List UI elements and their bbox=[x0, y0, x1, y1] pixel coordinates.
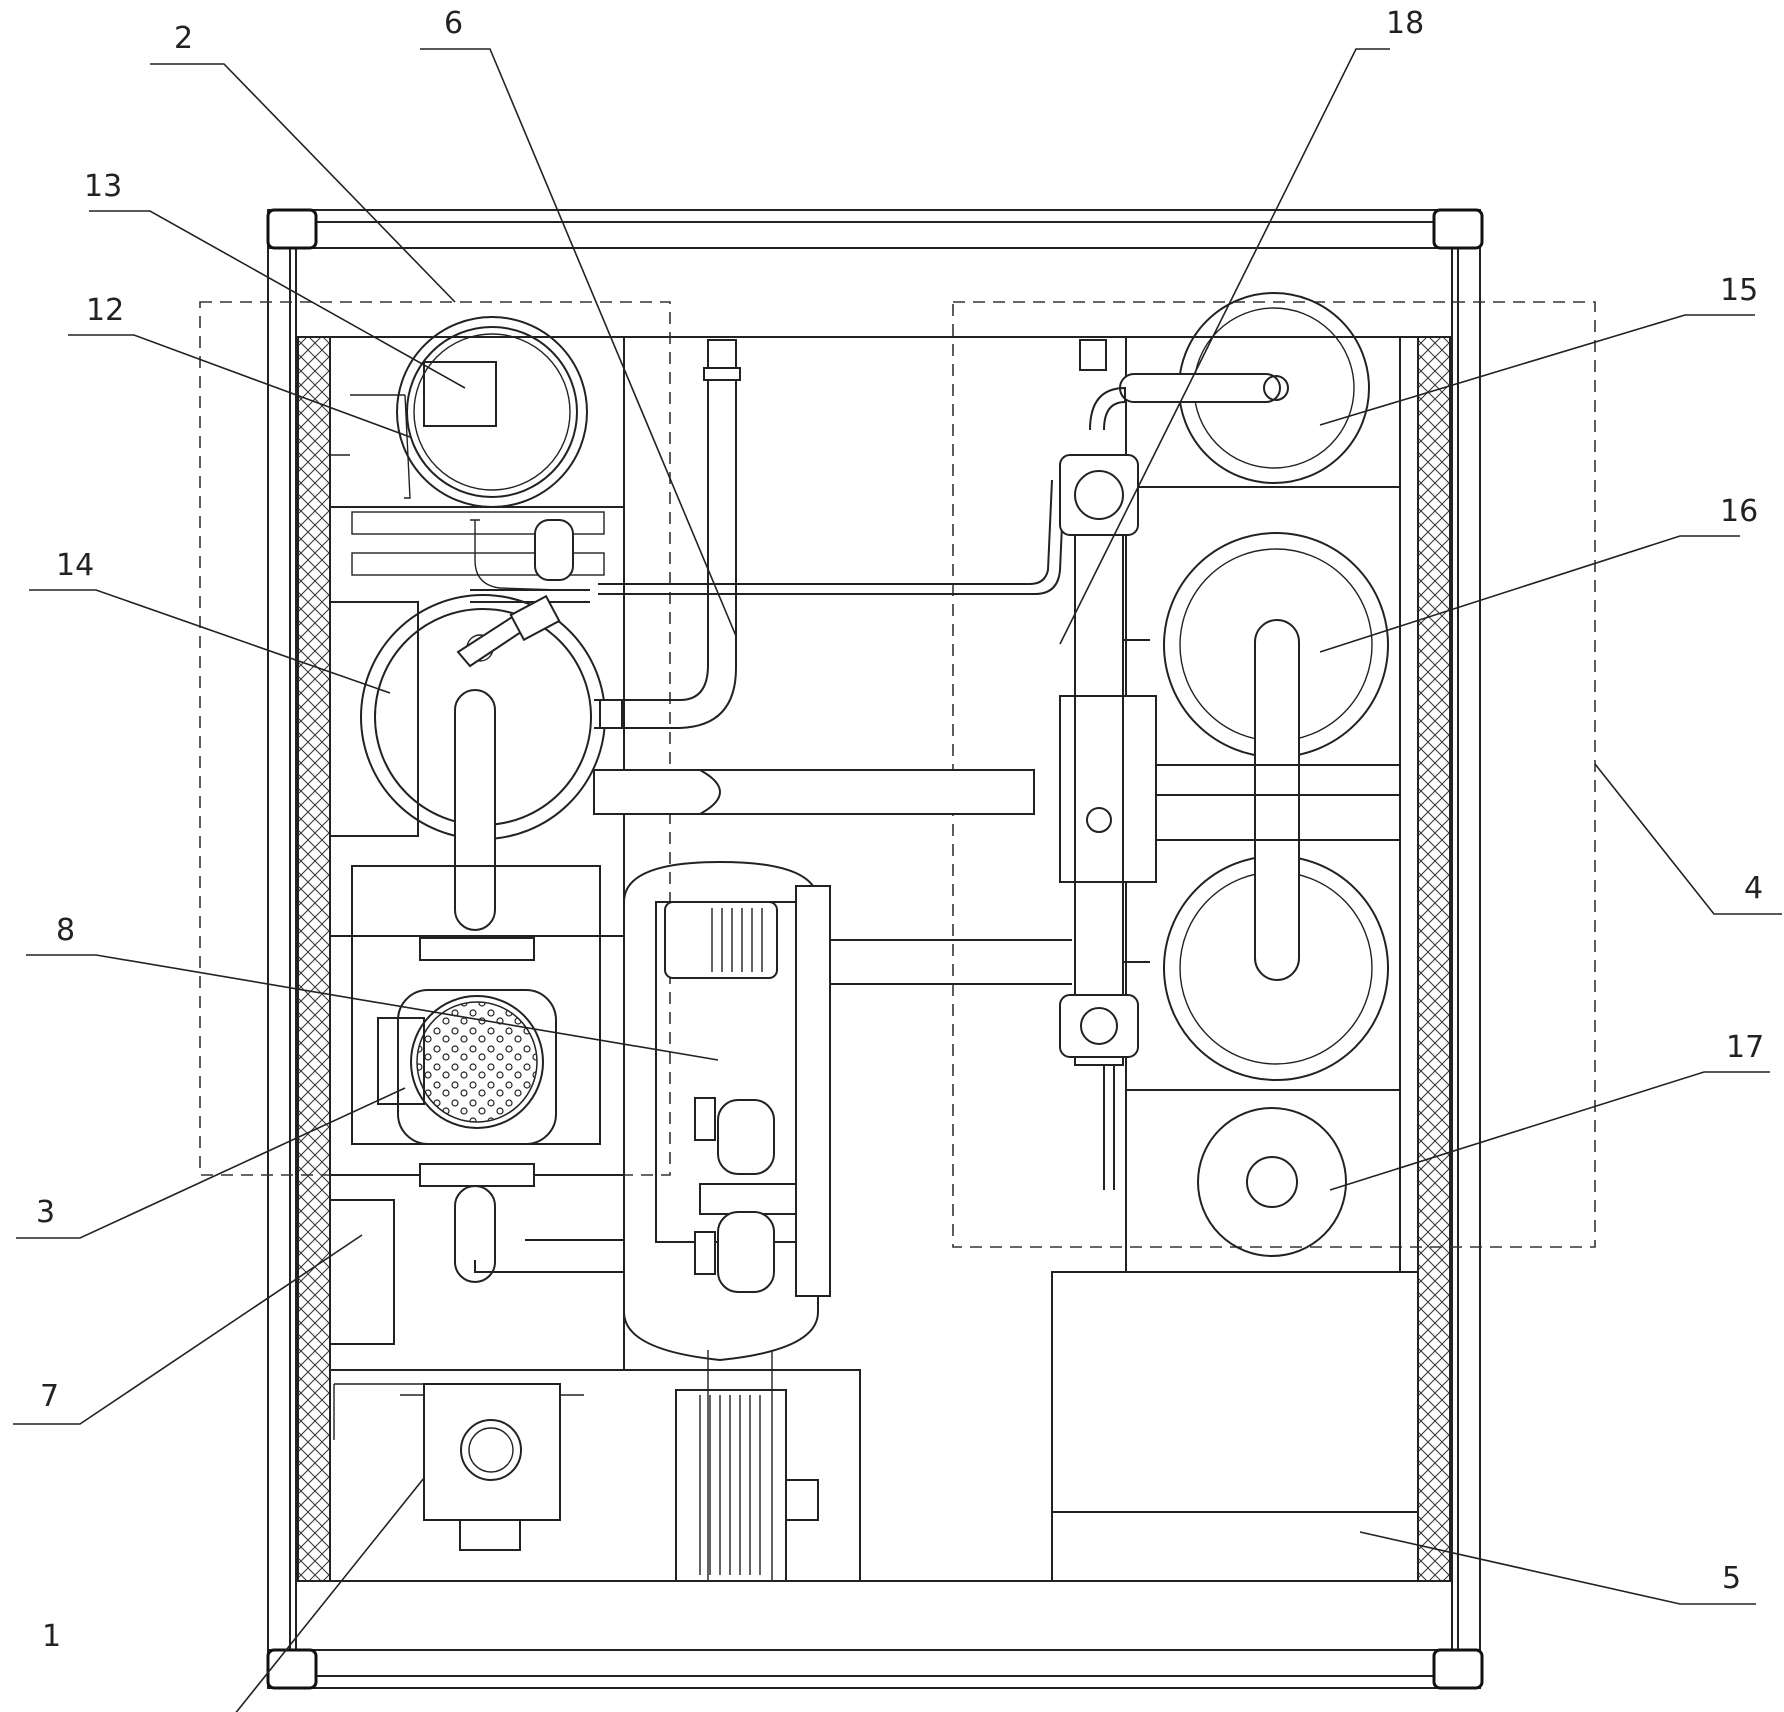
left-module-boundary bbox=[199, 301, 671, 1176]
label-5: 5 bbox=[1722, 1561, 1741, 1596]
left-insulation-wall bbox=[297, 336, 331, 1582]
corner-block-tr bbox=[1432, 208, 1484, 250]
part-labels: 1 2 3 4 5 6 7 8 12 13 14 15 16 17 18 bbox=[36, 6, 1764, 1654]
label-7: 7 bbox=[40, 1379, 59, 1414]
center-piping bbox=[593, 339, 1072, 1581]
leader-lines bbox=[13, 48, 1782, 1712]
label-12: 12 bbox=[86, 293, 124, 328]
motor-fins bbox=[711, 908, 763, 972]
label-1: 1 bbox=[42, 1619, 61, 1654]
label-3: 3 bbox=[36, 1195, 55, 1230]
container-frame bbox=[266, 208, 1484, 1690]
label-6: 6 bbox=[444, 6, 463, 41]
corner-block-bl bbox=[266, 1648, 318, 1690]
corner-block-br bbox=[1432, 1648, 1484, 1690]
label-2: 2 bbox=[174, 21, 193, 56]
right-equipment bbox=[1051, 292, 1419, 1582]
label-14: 14 bbox=[56, 548, 94, 583]
label-4: 4 bbox=[1744, 871, 1763, 906]
label-15: 15 bbox=[1720, 273, 1758, 308]
label-13: 13 bbox=[84, 169, 122, 204]
label-8: 8 bbox=[56, 913, 75, 948]
left-equipment bbox=[329, 316, 861, 1582]
label-18: 18 bbox=[1386, 6, 1424, 41]
label-16: 16 bbox=[1720, 494, 1758, 529]
plate-exchanger-lines bbox=[699, 1395, 761, 1575]
corner-block-tl bbox=[266, 208, 318, 250]
pump-strainer-dots bbox=[416, 1001, 538, 1123]
right-insulation-wall bbox=[1417, 336, 1451, 1582]
label-17: 17 bbox=[1726, 1030, 1764, 1065]
